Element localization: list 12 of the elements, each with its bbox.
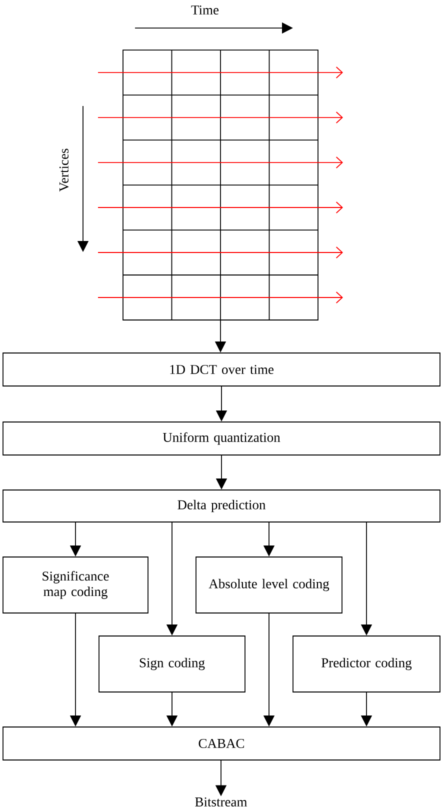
axis-label: Time [191, 5, 219, 15]
axis-label: Vertices [59, 148, 69, 192]
process-box: 1D DCT over time [2, 352, 440, 386]
process-box: CABAC [2, 726, 440, 760]
grid-table [122, 50, 318, 320]
process-box: Sign coding [98, 636, 246, 692]
process-box: Delta prediction [2, 490, 440, 522]
process-box: Significance map coding [2, 556, 148, 614]
process-box: Absolute level coding [196, 556, 342, 614]
output-label: Bitstream [195, 797, 248, 807]
process-box: Predictor coding [292, 636, 440, 692]
process-box: Uniform quantization [2, 422, 440, 456]
